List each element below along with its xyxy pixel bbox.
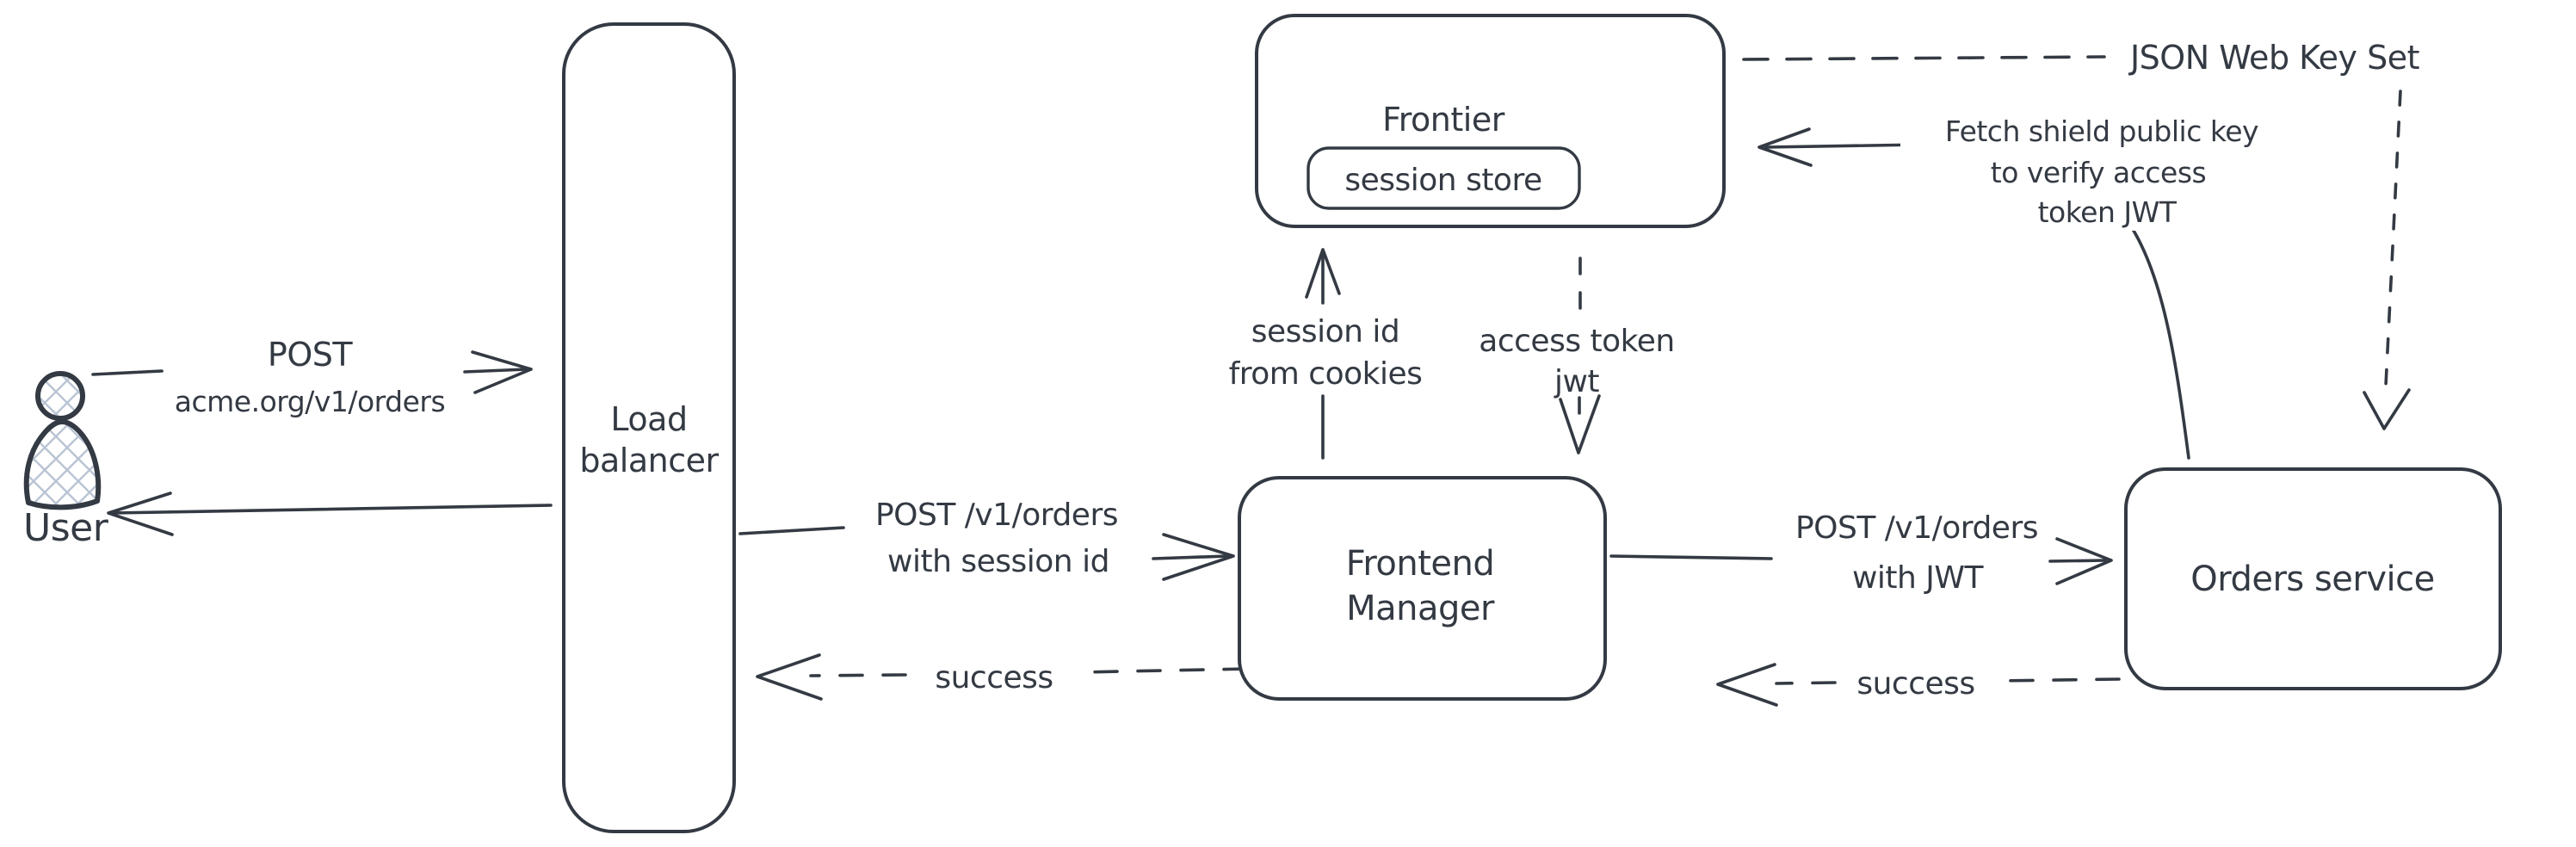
load-balancer-box bbox=[562, 22, 736, 833]
label-access-token-line1: access token bbox=[1479, 324, 1674, 359]
arrow-lb-to-fm-stub bbox=[738, 526, 845, 535]
arrow-fm-to-lb-head bbox=[756, 653, 823, 701]
user-head-icon bbox=[35, 371, 85, 421]
frontend-manager-label-line1: Frontend bbox=[1346, 544, 1495, 584]
session-store-label: session store bbox=[1344, 163, 1541, 198]
arrow-fm-to-orders-shaft bbox=[2048, 559, 2107, 563]
arrow-lb-to-user-shaft bbox=[110, 504, 553, 515]
dashed-arrow-jwks-to-orders-head bbox=[2363, 388, 2411, 430]
label-success-left: success bbox=[935, 660, 1053, 696]
label-success-right: success bbox=[1856, 666, 1974, 702]
arrow-fm-to-frontier-head bbox=[1305, 248, 1341, 299]
arrow-user-to-lb bbox=[91, 350, 533, 394]
arrow-fm-to-lb-success bbox=[756, 653, 1248, 701]
arrow-lb-to-fm-shaft bbox=[1152, 554, 1229, 560]
arrow-frontier-to-fm-head bbox=[1559, 394, 1601, 454]
arrow-user-to-lb-stub bbox=[91, 369, 164, 376]
label-fetch-key-line3: token JWT bbox=[2038, 195, 2178, 229]
arrow-orders-to-fm-dashes-right bbox=[1993, 677, 2121, 683]
load-balancer-label-line1: Load bbox=[610, 400, 687, 438]
label-session-id-line2: from cookies bbox=[1229, 356, 1423, 392]
label-post-orders-session-line2: with session id bbox=[887, 544, 1109, 579]
jwks-label: JSON Web Key Set bbox=[2128, 39, 2419, 77]
fetch-key-label-bg bbox=[1900, 110, 2305, 231]
arrow-fm-to-orders-stub bbox=[1609, 554, 1773, 560]
label-post-orders-jwt-line2: with JWT bbox=[1852, 560, 1985, 596]
label-fetch-key-line1: Fetch shield public key bbox=[1945, 114, 2258, 148]
dashed-arrow-jwks-to-orders-shaft bbox=[2384, 90, 2402, 387]
orders-service-box bbox=[2124, 467, 2502, 690]
arrow-fm-to-orders bbox=[1609, 537, 2113, 585]
frontend-manager-box bbox=[1238, 476, 1607, 701]
frontend-manager-label-line2: Manager bbox=[1346, 589, 1495, 628]
arrow-fm-to-lb-dashes-left bbox=[809, 673, 907, 677]
arrow-fm-to-frontier bbox=[1305, 248, 1341, 460]
label-post-orders-jwt-line1: POST /v1/orders bbox=[1795, 510, 2038, 546]
user-body-icon bbox=[23, 419, 102, 510]
orders-service-label: Orders service bbox=[2190, 560, 2435, 599]
user-label: User bbox=[23, 506, 109, 550]
label-access-token-line2: jwt bbox=[1554, 364, 1599, 399]
label-session-id-line1: session id bbox=[1251, 314, 1400, 349]
label-post: POST bbox=[268, 336, 353, 374]
arrow-lb-to-user bbox=[107, 492, 553, 536]
arrow-orders-to-frontier-head bbox=[1757, 127, 1813, 167]
dashed-arrow-jwks-to-orders bbox=[2363, 90, 2411, 430]
label-post-orders-session-line1: POST /v1/orders bbox=[875, 498, 1118, 533]
arrow-lb-to-fm-head bbox=[1162, 533, 1235, 581]
dashed-line-frontier-to-jwks bbox=[1742, 55, 2106, 61]
arrow-frontier-to-fm bbox=[1559, 257, 1601, 454]
arrow-fm-to-lb-dashes-right bbox=[1078, 667, 1248, 674]
label-post-url: acme.org/v1/orders bbox=[175, 385, 445, 418]
user-figure bbox=[23, 371, 102, 510]
arrow-user-to-lb-head bbox=[471, 350, 533, 394]
arrow-lb-to-user-head bbox=[107, 492, 174, 536]
arrow-orders-to-fm-success bbox=[1716, 663, 2121, 707]
session-store-box bbox=[1307, 146, 1581, 210]
load-balancer-label-line2: balancer bbox=[579, 442, 719, 479]
arrow-fm-to-orders-head bbox=[2055, 537, 2113, 585]
arrow-lb-to-fm bbox=[738, 526, 1235, 581]
frontier-label: Frontier bbox=[1382, 101, 1505, 139]
label-fetch-key-line2: to verify access bbox=[1991, 156, 2206, 189]
arrow-orders-to-fm-head bbox=[1716, 663, 1778, 707]
arrow-user-to-lb-shaft bbox=[463, 368, 528, 374]
